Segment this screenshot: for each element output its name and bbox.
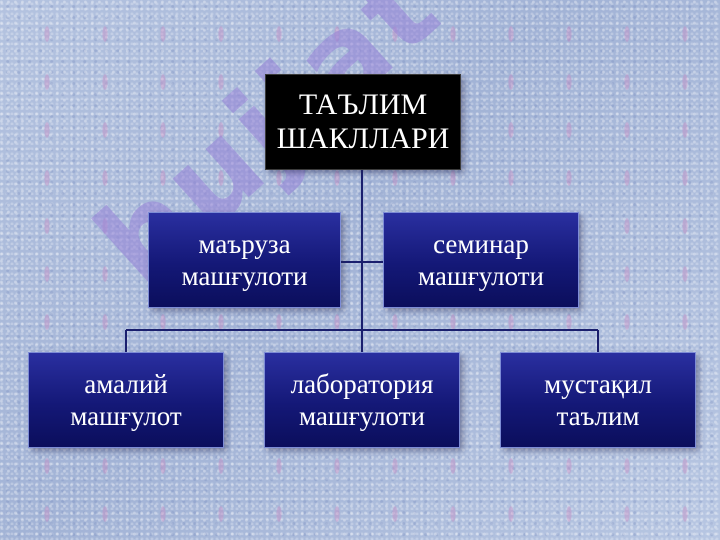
- node-seminar: семинар машғулоти: [383, 212, 579, 308]
- node-laboratoriya: лаборатория машғулоти: [264, 352, 460, 448]
- node-amaliy: амалий машғулот: [28, 352, 224, 448]
- node-maruza: маъруза машғулоти: [148, 212, 341, 308]
- node-mustaqil: мустақил таълим: [500, 352, 696, 448]
- root-node: ТАЪЛИМ ШАКЛЛАРИ: [265, 74, 461, 170]
